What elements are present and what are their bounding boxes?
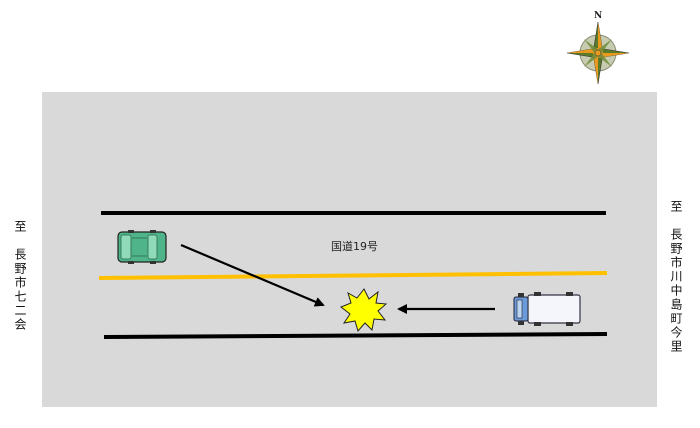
compass-north-label: N [594,11,602,21]
direction-right-label: 至 長野市川中島町今里 [669,200,683,354]
passenger-car-icon [117,230,167,264]
compass-rose-icon: N [566,11,630,85]
truck-icon [513,292,581,326]
collision-star-icon [340,288,388,333]
road-name-label: 国道19号 [331,239,378,253]
direction-left-label: 至 長野市七二会 [13,220,27,332]
road-edge-line-south [103,332,608,339]
car-trajectory-arrow [180,243,325,307]
center-line [98,271,608,280]
